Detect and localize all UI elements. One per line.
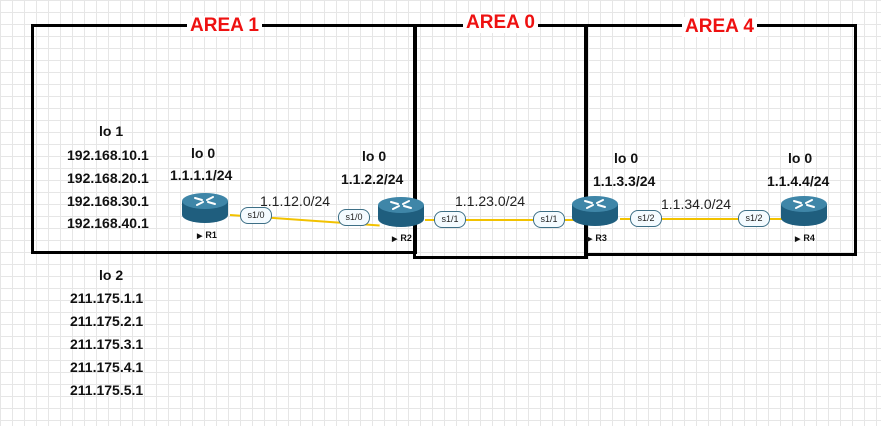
r4-lo0-ip: 1.1.4.4/24 xyxy=(767,173,830,189)
router-r4[interactable] xyxy=(779,194,829,228)
router-icon xyxy=(572,196,618,226)
r1-lo2-ip-3: 211.175.3.1 xyxy=(70,336,144,352)
link-r2-r3-label: 1.1.23.0/24 xyxy=(455,193,526,209)
r4-lo0-title: lo 0 xyxy=(788,150,813,166)
router-r3[interactable] xyxy=(570,194,620,228)
r2-lo0-title: lo 0 xyxy=(362,148,387,164)
router-r2-name: ▶R2 xyxy=(392,233,412,243)
r3-lo0-title: lo 0 xyxy=(614,150,639,166)
router-r3-name: ▶R3 xyxy=(587,233,607,243)
r3-iface-s1-1[interactable]: s1/1 xyxy=(533,211,565,228)
r1-lo0-ip: 1.1.1.1/24 xyxy=(170,167,233,183)
play-icon: ▶ xyxy=(392,236,398,243)
router-r4-name: ▶R4 xyxy=(795,233,815,243)
router-r1-name: ▶R1 xyxy=(197,230,217,240)
link-r3-r4[interactable] xyxy=(620,218,785,220)
r1-lo2-ip-5: 211.175.5.1 xyxy=(70,382,144,398)
r1-lo1-ip-4: 192.168.40.1 xyxy=(67,215,149,231)
r1-lo0-title: lo 0 xyxy=(191,145,216,161)
play-icon: ▶ xyxy=(197,233,203,240)
r1-lo1-ip-2: 192.168.20.1 xyxy=(67,170,149,186)
play-icon: ▶ xyxy=(587,236,593,243)
r4-iface-s1-2[interactable]: s1/2 xyxy=(738,210,770,227)
link-r1-r2-label: 1.1.12.0/24 xyxy=(260,193,331,209)
router-r4-label: R4 xyxy=(803,233,815,243)
router-icon xyxy=(781,196,827,226)
r2-iface-s1-0[interactable]: s1/0 xyxy=(338,209,370,226)
r2-lo0-ip: 1.1.2.2/24 xyxy=(341,171,404,187)
link-r3-r4-label: 1.1.34.0/24 xyxy=(661,196,732,212)
area-1-title: AREA 1 xyxy=(187,16,262,36)
r3-lo0-ip: 1.1.3.3/24 xyxy=(593,173,656,189)
r1-lo1-ip-3: 192.168.30.1 xyxy=(67,193,149,209)
r1-lo2-title: lo 2 xyxy=(99,267,124,283)
router-icon xyxy=(378,197,424,227)
router-r3-label: R3 xyxy=(595,233,607,243)
router-r2-label: R2 xyxy=(400,233,412,243)
r1-lo1-ip-1: 192.168.10.1 xyxy=(67,147,149,163)
r1-iface-s1-0[interactable]: s1/0 xyxy=(240,207,272,224)
r1-lo2-ip-1: 211.175.1.1 xyxy=(70,290,144,306)
area-4-title: AREA 4 xyxy=(682,17,757,37)
play-icon: ▶ xyxy=(795,236,801,243)
router-r1[interactable] xyxy=(180,191,230,225)
area-0-title: AREA 0 xyxy=(463,13,538,33)
router-r1-label: R1 xyxy=(205,230,217,240)
r1-lo2-ip-4: 211.175.4.1 xyxy=(70,359,144,375)
link-r2-r3[interactable] xyxy=(425,219,575,221)
r1-lo1-title: lo 1 xyxy=(99,123,124,139)
r1-lo2-ip-2: 211.175.2.1 xyxy=(70,313,144,329)
router-icon xyxy=(182,193,228,223)
r3-iface-s1-2[interactable]: s1/2 xyxy=(630,210,662,227)
r2-iface-s1-1[interactable]: s1/1 xyxy=(434,211,466,228)
router-r2[interactable] xyxy=(376,195,426,229)
